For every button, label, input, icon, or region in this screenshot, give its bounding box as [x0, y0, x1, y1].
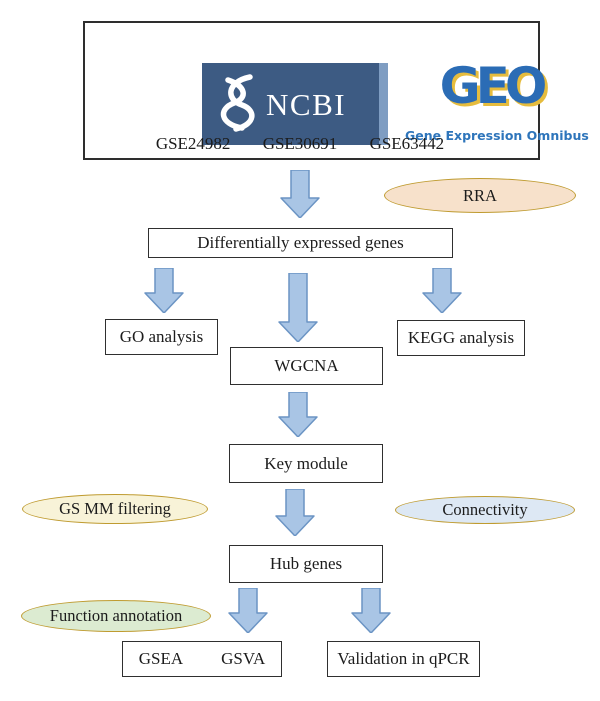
function-annotation-label: Function annotation — [49, 606, 183, 625]
dataset-accession-3: GSE63442 — [369, 134, 445, 153]
gs-mm-filtering-label: GS MM filtering — [59, 499, 171, 518]
connectivity-annotation: Connectivity — [395, 496, 575, 524]
gsva-label: GSVA — [221, 649, 266, 668]
arrow-deg-to-kegg — [422, 268, 462, 313]
dataset-accessions: GSE24982 GSE30691 GSE63442 — [100, 134, 500, 154]
node-validation-qpcr: Validation in qPCR — [327, 641, 480, 677]
geo-logo-text: GEO — [439, 57, 548, 115]
node-go-analysis: GO analysis — [105, 319, 218, 355]
node-wgcna: WGCNA — [230, 347, 383, 385]
deg-label: Differentially expressed genes — [197, 233, 404, 252]
node-differentially-expressed-genes: Differentially expressed genes — [148, 228, 453, 258]
arrow-hub-genes-to-gsea — [228, 588, 268, 633]
arrow-deg-to-wgcna — [278, 273, 318, 342]
key-module-label: Key module — [264, 453, 348, 473]
kegg-analysis-label: KEGG analysis — [407, 328, 515, 347]
connectivity-label: Connectivity — [442, 500, 528, 519]
rra-label: RRA — [463, 185, 497, 205]
wgcna-label: WGCNA — [274, 356, 339, 375]
hub-genes-label: Hub genes — [269, 554, 343, 573]
arrow-deg-to-go — [144, 268, 184, 313]
geo-logo-subtitle: Gene Expression Omnibus — [405, 128, 589, 143]
node-gsea-gsva: GSEA GSVA — [122, 641, 282, 677]
node-kegg-analysis: KEGG analysis — [397, 320, 525, 356]
node-key-module: Key module — [229, 444, 383, 483]
arrow-datasets-to-deg — [280, 170, 320, 218]
datasets-panel: NCBI GEO Gene Expression Omnibus — [83, 21, 589, 160]
gsea-label: GSEA — [138, 649, 184, 668]
ncbi-logo: NCBI — [202, 63, 388, 145]
dataset-accession-2: GSE30691 — [262, 134, 338, 153]
validation-qpcr-label: Validation in qPCR — [337, 649, 470, 668]
dataset-accession-1: GSE24982 — [155, 134, 231, 153]
function-annotation-annotation: Function annotation — [21, 600, 211, 632]
gs-mm-filtering-annotation: GS MM filtering — [22, 494, 208, 524]
geo-logo: GEO Gene Expression Omnibus — [405, 59, 589, 144]
arrow-wgcna-to-key-module — [278, 392, 318, 437]
arrow-hub-genes-to-qpcr — [351, 588, 391, 633]
arrow-key-module-to-hub-genes — [275, 489, 315, 536]
dna-helix-icon — [220, 74, 255, 132]
rra-annotation: RRA — [384, 178, 576, 213]
node-hub-genes: Hub genes — [229, 545, 383, 583]
go-analysis-label: GO analysis — [119, 327, 204, 346]
ncbi-logo-text: NCBI — [266, 87, 347, 122]
ncbi-logo-strip — [379, 63, 388, 145]
